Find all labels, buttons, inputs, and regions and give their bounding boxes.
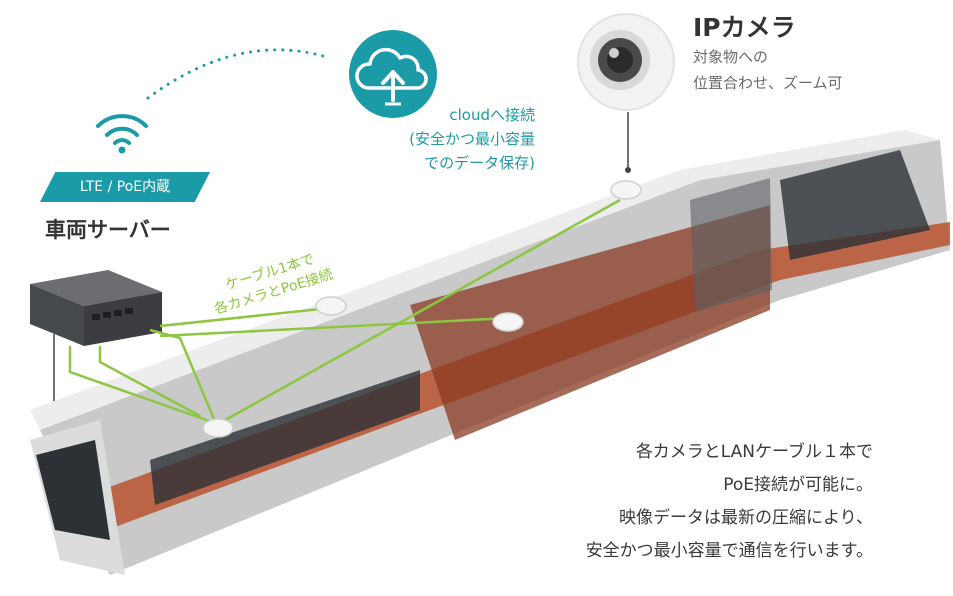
cloud-caption-line-1: cloudへ接続 [449,106,535,124]
dome-camera-icon [202,180,642,438]
train-illustration [30,130,950,575]
vehicle-server-icon [30,270,162,425]
description-line-2: PoE接続が可能に。 [723,475,873,495]
lte-poe-badge: LTE / PoE内蔵 [40,172,210,202]
ip-camera-desc-line-2: 位置合わせ、ズーム可 [693,74,843,92]
description-line-4: 安全かつ最小容量で通信を行います。 [585,541,873,561]
poe-cables [68,198,621,426]
cloud-upload-icon [349,30,437,118]
cloud-caption-line-3: でのデータ保存) [424,154,535,172]
wifi-icon [96,114,148,154]
description-line-1: 各カメラとLANケーブル１本で [635,442,873,462]
vehicle-server-title: 車両サーバー [45,218,171,242]
description-line-3: 映像データは最新の圧縮により、 [619,508,873,528]
ip-camera-title: IPカメラ [693,13,796,42]
cloud-caption-line-2: (安全かつ最小容量 [409,130,535,148]
ip-camera-desc-line-1: 対象物への [693,48,769,66]
ip-camera-icon [577,13,675,173]
wireless-dotted-arc [146,48,332,100]
